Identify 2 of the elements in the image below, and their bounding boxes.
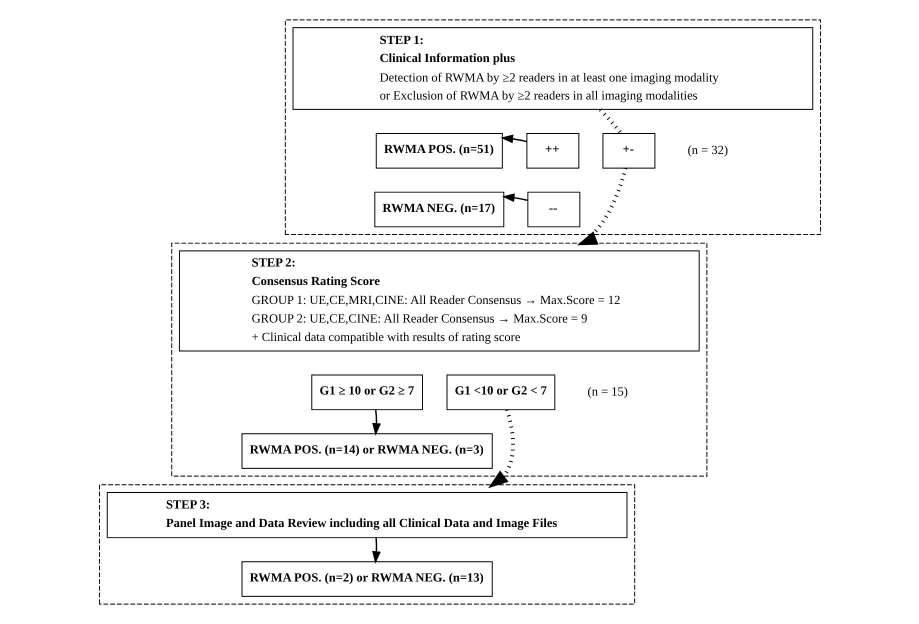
node-label: (n = 32) bbox=[687, 143, 728, 158]
node-label: (n = 15) bbox=[587, 384, 628, 399]
